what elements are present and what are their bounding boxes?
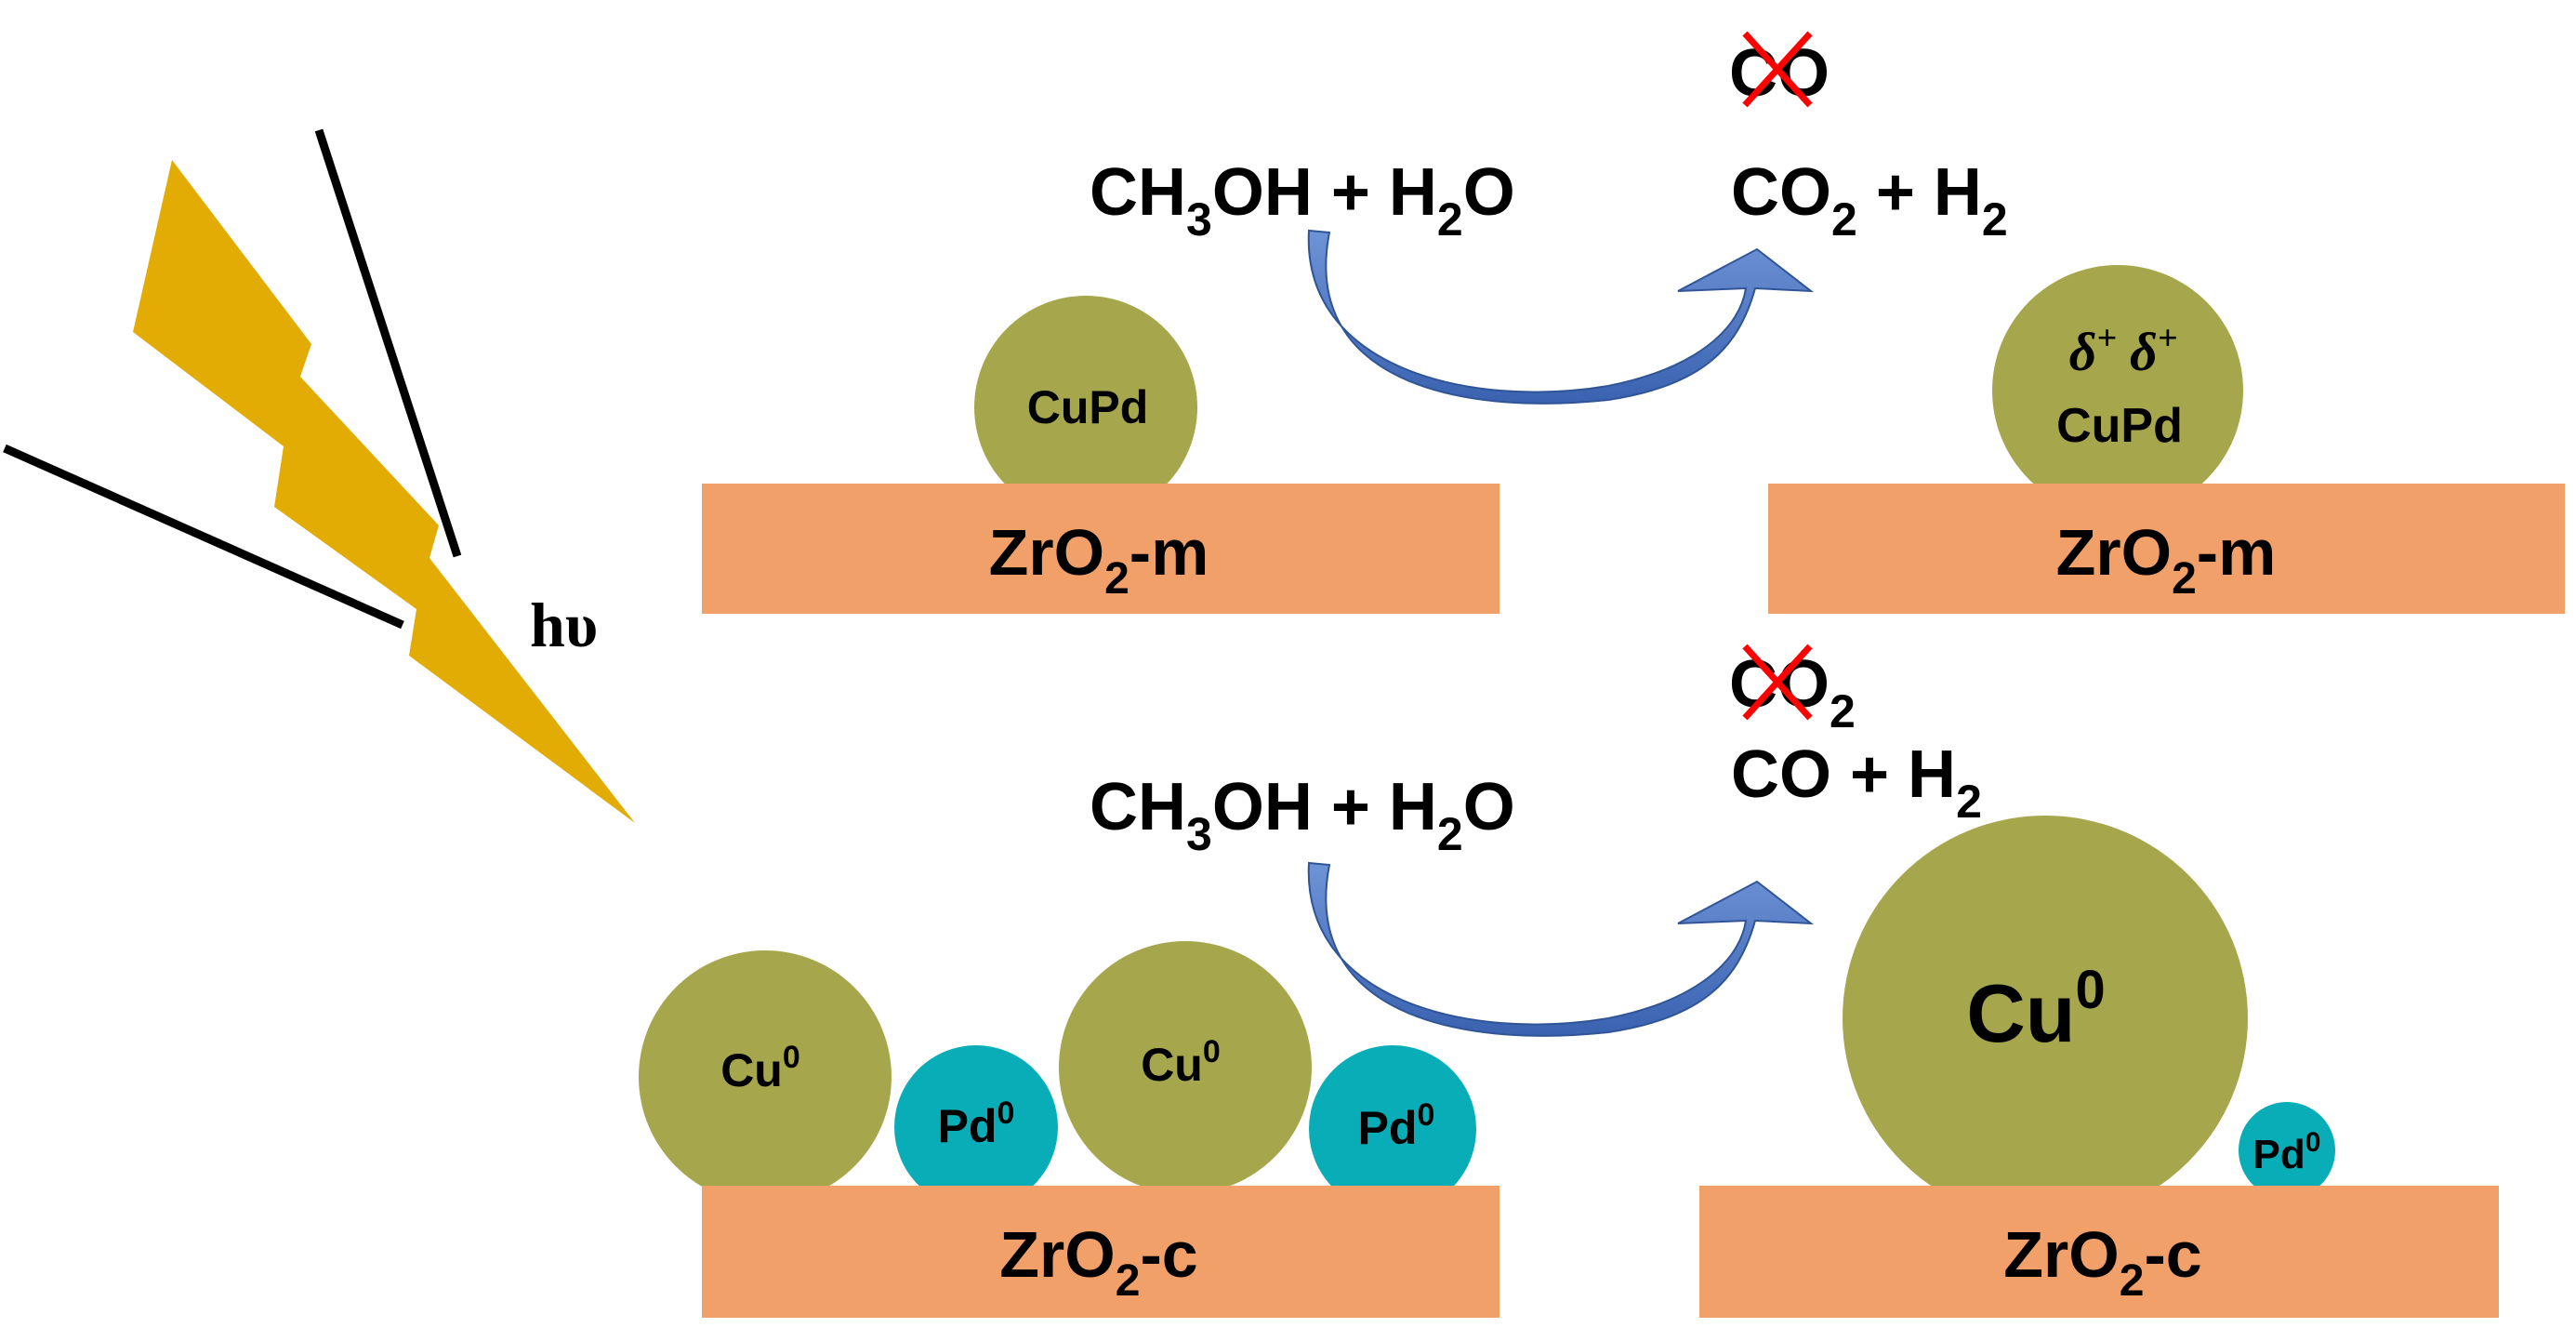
top-reaction: CH3OH + H2O CO CO2 + H2 CuPd ZrO2-m δ+δ+…: [702, 31, 2565, 614]
bottom-left-support-label: ZrO2-c: [999, 1218, 1197, 1306]
bottom-left-pd-label-1: Pd0: [938, 1095, 1015, 1152]
top-left-support-label: ZrO2-m: [989, 516, 1209, 604]
top-products: CO2 + H2: [1731, 155, 2008, 246]
light-ray-lower: [3, 444, 404, 630]
bottom-right-cu-label: Cu0: [1966, 960, 2106, 1059]
bottom-right-support: [1699, 1186, 2499, 1318]
top-cross-icon: [1742, 31, 1813, 108]
bottom-right-cu-particle: [1843, 816, 2248, 1221]
top-right-particle-label: CuPd: [2056, 399, 2183, 453]
light-ray-upper: [314, 128, 462, 558]
top-curved-arrow: [1307, 229, 1815, 405]
bottom-left-pd-particle-1: [894, 1045, 1058, 1209]
bottom-left-pd-label-2: Pd0: [1358, 1097, 1435, 1154]
light-source: hυ: [3, 128, 635, 823]
light-label: hυ: [530, 590, 598, 660]
top-left-cupd-particle: [974, 296, 1197, 519]
bottom-left-support: [702, 1186, 1499, 1318]
top-left-support: [702, 484, 1499, 614]
top-right-cupd-particle: [1992, 265, 2243, 516]
bottom-right-support-label: ZrO2-c: [2003, 1218, 2201, 1306]
bottom-reactants: CH3OH + H2O: [1090, 770, 1515, 860]
bottom-right-pd-label: Pd0: [2253, 1127, 2321, 1177]
bottom-left-cu-label-2: Cu0: [1141, 1034, 1221, 1091]
bottom-suppressed-product: CO2: [1729, 647, 1856, 737]
top-right-charge-label: δ+δ+: [2069, 319, 2178, 382]
top-reactants: CH3OH + H2O: [1090, 155, 1515, 246]
bottom-products: CO + H2: [1731, 737, 1982, 828]
bottom-curved-arrow: [1307, 861, 1815, 1037]
bottom-left-cu-particle-2: [1059, 941, 1312, 1194]
top-left-particle-label: CuPd: [1027, 381, 1149, 433]
lightning-bolt-icon: [133, 160, 635, 823]
bottom-right-pd-particle: [2239, 1102, 2335, 1199]
top-right-support-label: ZrO2-m: [2056, 516, 2277, 604]
bottom-cross-icon: [1742, 644, 1813, 721]
bottom-left-cu-particle-1: [639, 950, 892, 1203]
bottom-left-cu-label-1: Cu0: [720, 1040, 800, 1096]
top-right-support: [1768, 484, 2565, 614]
bottom-left-pd-particle-2: [1309, 1045, 1476, 1213]
bottom-reaction: CH3OH + H2O CO2 CO + H2 Cu0 Pd0 Cu0 Pd0 …: [639, 644, 2499, 1318]
